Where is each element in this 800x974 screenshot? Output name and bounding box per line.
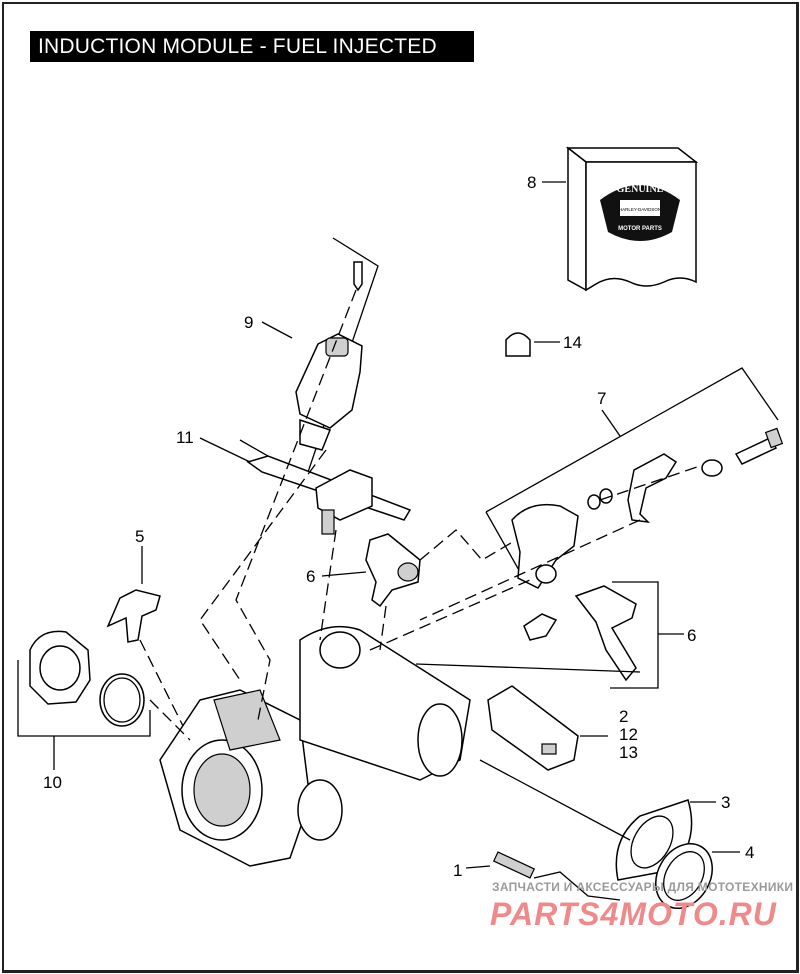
watermark-logo: PARTS4MOTO.RU — [490, 896, 777, 932]
callout-1: 1 — [453, 861, 462, 880]
part-2-map-sensor[interactable] — [487, 685, 579, 771]
part-7-fuel-rail[interactable] — [511, 427, 784, 589]
part-10-cover-and-seal[interactable] — [29, 630, 145, 727]
callout-7: 7 — [597, 389, 606, 408]
callout-9: 9 — [244, 313, 253, 332]
callout-13: 13 — [619, 743, 638, 762]
callout-11: 11 — [176, 428, 194, 447]
part-5-sensor[interactable] — [106, 589, 191, 741]
diagram-title: INDUCTION MODULE - FUEL INJECTED — [30, 31, 474, 62]
watermark-caption: ЗАПЧАСТИ И АКСЕССУАРЫ ДЛЯ МОТОТЕХНИКИ — [492, 880, 794, 894]
logo-motor-parts-text: MOTOR PARTS — [618, 226, 662, 232]
part-8-genuine-parts-package[interactable]: GENUINE HARLEY-DAVIDSON MOTOR PARTS — [565, 146, 699, 292]
part-6-fuel-injector-upper[interactable] — [365, 533, 421, 608]
callout-12: 12 — [619, 725, 638, 744]
callout-6-lower: 6 — [687, 626, 696, 645]
throttle-body-assembly[interactable] — [159, 625, 471, 867]
logo-brand-text: HARLEY-DAVIDSON — [619, 207, 661, 212]
callout-8: 8 — [527, 173, 536, 192]
callout-6-upper: 6 — [306, 567, 315, 586]
callout-4: 4 — [745, 843, 754, 862]
part-1-screw[interactable] — [492, 851, 621, 901]
callout-3: 3 — [721, 793, 730, 812]
part-9-iac-valve[interactable] — [239, 237, 379, 479]
callout-5: 5 — [135, 527, 144, 546]
callout-14: 14 — [563, 333, 582, 352]
callout-2: 2 — [619, 707, 628, 726]
part-4-seal-ring[interactable] — [644, 834, 723, 919]
logo-genuine-text: GENUINE — [617, 184, 664, 195]
part-14-cap[interactable] — [505, 332, 531, 357]
callout-10: 10 — [43, 773, 62, 792]
part-6-fuel-injector-lower[interactable] — [523, 585, 637, 682]
part-11-sensor-bracket[interactable] — [246, 455, 412, 535]
